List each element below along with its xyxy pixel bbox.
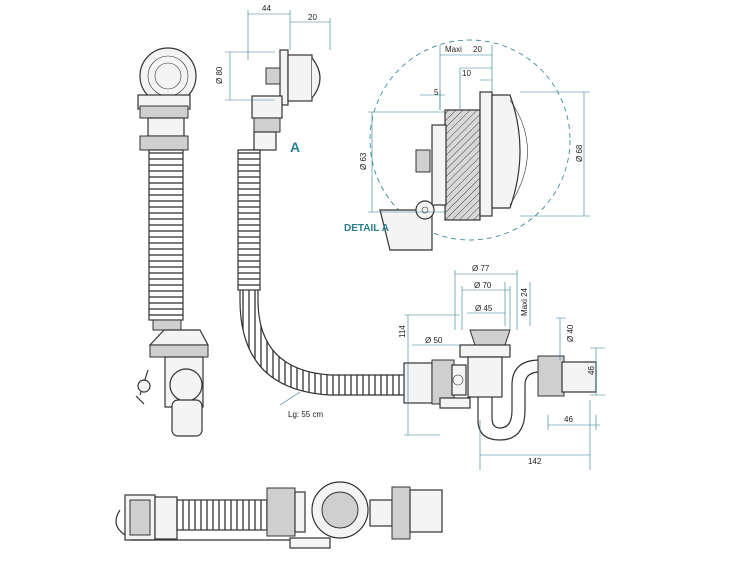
hose-length-label: Lg: 55 cm [288,410,323,419]
dim-114: 114 [398,325,407,338]
dim-77: Ø 77 [472,264,490,273]
bottom-plan-view [115,481,443,549]
detail-a-view [369,39,571,251]
dim-63: Ø 63 [359,152,368,170]
left-side-view [135,47,209,437]
dim-5: 5 [434,88,439,97]
dim-46-horizontal: 46 [564,415,573,424]
dim-maxi: Maxi [445,45,462,54]
dim-68: Ø 68 [575,144,584,162]
dimension-lines [225,10,605,470]
dim-46-vertical: 46 [587,366,596,375]
dim-142: 142 [528,457,542,466]
dim-40: Ø 40 [566,324,575,342]
dim-20-detail: 20 [473,45,482,54]
dim-70: Ø 70 [474,281,492,290]
dim-maxi-24: Maxi 24 [520,287,529,316]
dim-50: Ø 50 [425,336,443,345]
dim-80: Ø 80 [215,66,224,84]
dim-20-top: 20 [308,13,317,22]
dim-10: 10 [462,69,471,78]
center-view [237,49,597,441]
detail-ref-label: A [290,139,300,155]
dim-44: 44 [262,4,271,13]
dimension-labels: 44 20 Ø 80 Maxi 20 10 5 Ø 63 Ø 68 Ø 77 Ø… [215,4,596,466]
detail-title: DETAIL A [344,223,389,234]
dim-45: Ø 45 [475,304,493,313]
